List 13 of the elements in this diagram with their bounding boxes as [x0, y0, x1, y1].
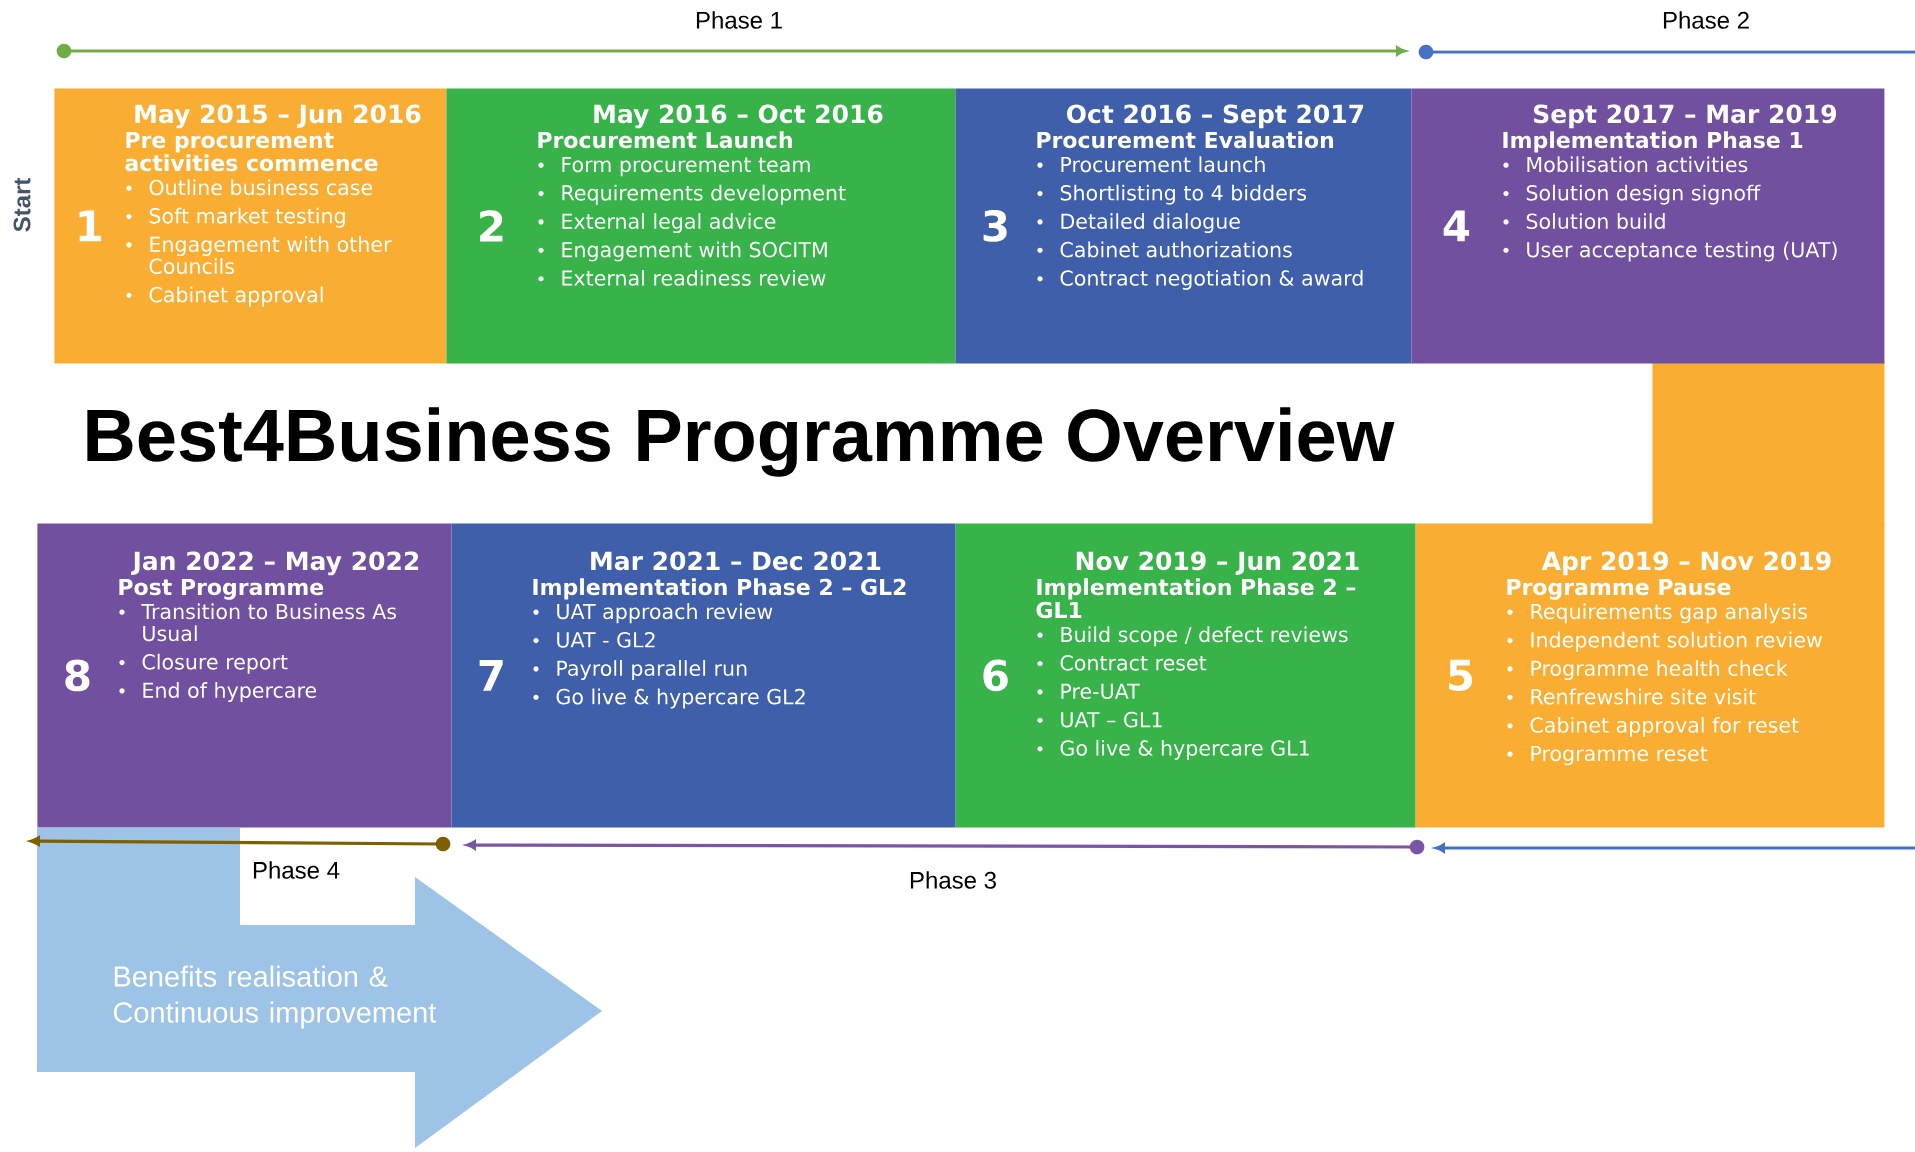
- phase-box: 6 Nov 2019 – Jun 2021 Implementation Phase 2 – GL1 Build scope / defect reviews Contract reset Pre-UAT UAT – GL1 Go live & hypercare GL1: [955, 523, 1416, 828]
- phase-label: Phase 2: [1663, 11, 1749, 29]
- phase-box: 7 Mar 2021 – Dec 2021 Implementation Phase 2 – GL2 UAT approach review UAT - GL2 Payroll parallel run Go live & hypercare GL2: [451, 523, 956, 828]
- phase-label: Phase 1: [696, 11, 782, 29]
- title: Best4Business Programme Overview: [87, 407, 1395, 477]
- phase-box: 3 Oct 2016 – Sept 2017 Procurement Evaluation Procurement launch Shortlisting to 4 bidders Detailed dialogue Cabinet authorizations Contract negotiation & award: [955, 88, 1412, 364]
- phase-label: Phase 4: [253, 861, 340, 879]
- phase-label: Phase 3: [910, 871, 996, 889]
- start-label: Start: [13, 178, 31, 232]
- phase-box: 1 May 2015 – Jun 2016 Pre procurement activities commence Outline business case Soft market testing Engagement with other Councils Cabinet approval: [54, 88, 447, 364]
- phase-box: 4 Sept 2017 – Mar 2019 Implementation Phase 1 Mobilisation activities Solution design signoff Solution build User acceptance testing (UAT): [1411, 88, 1885, 364]
- phase-box: 8 Jan 2022 – May 2022 Post Programme Transition to Business As Usual Closure report End of hypercare: [37, 523, 452, 828]
- phase-box: 2 May 2016 – Oct 2016 Procurement Launch Form procurement team Requirements development External legal advice Engagement with SOCITM External readiness review: [446, 88, 956, 364]
